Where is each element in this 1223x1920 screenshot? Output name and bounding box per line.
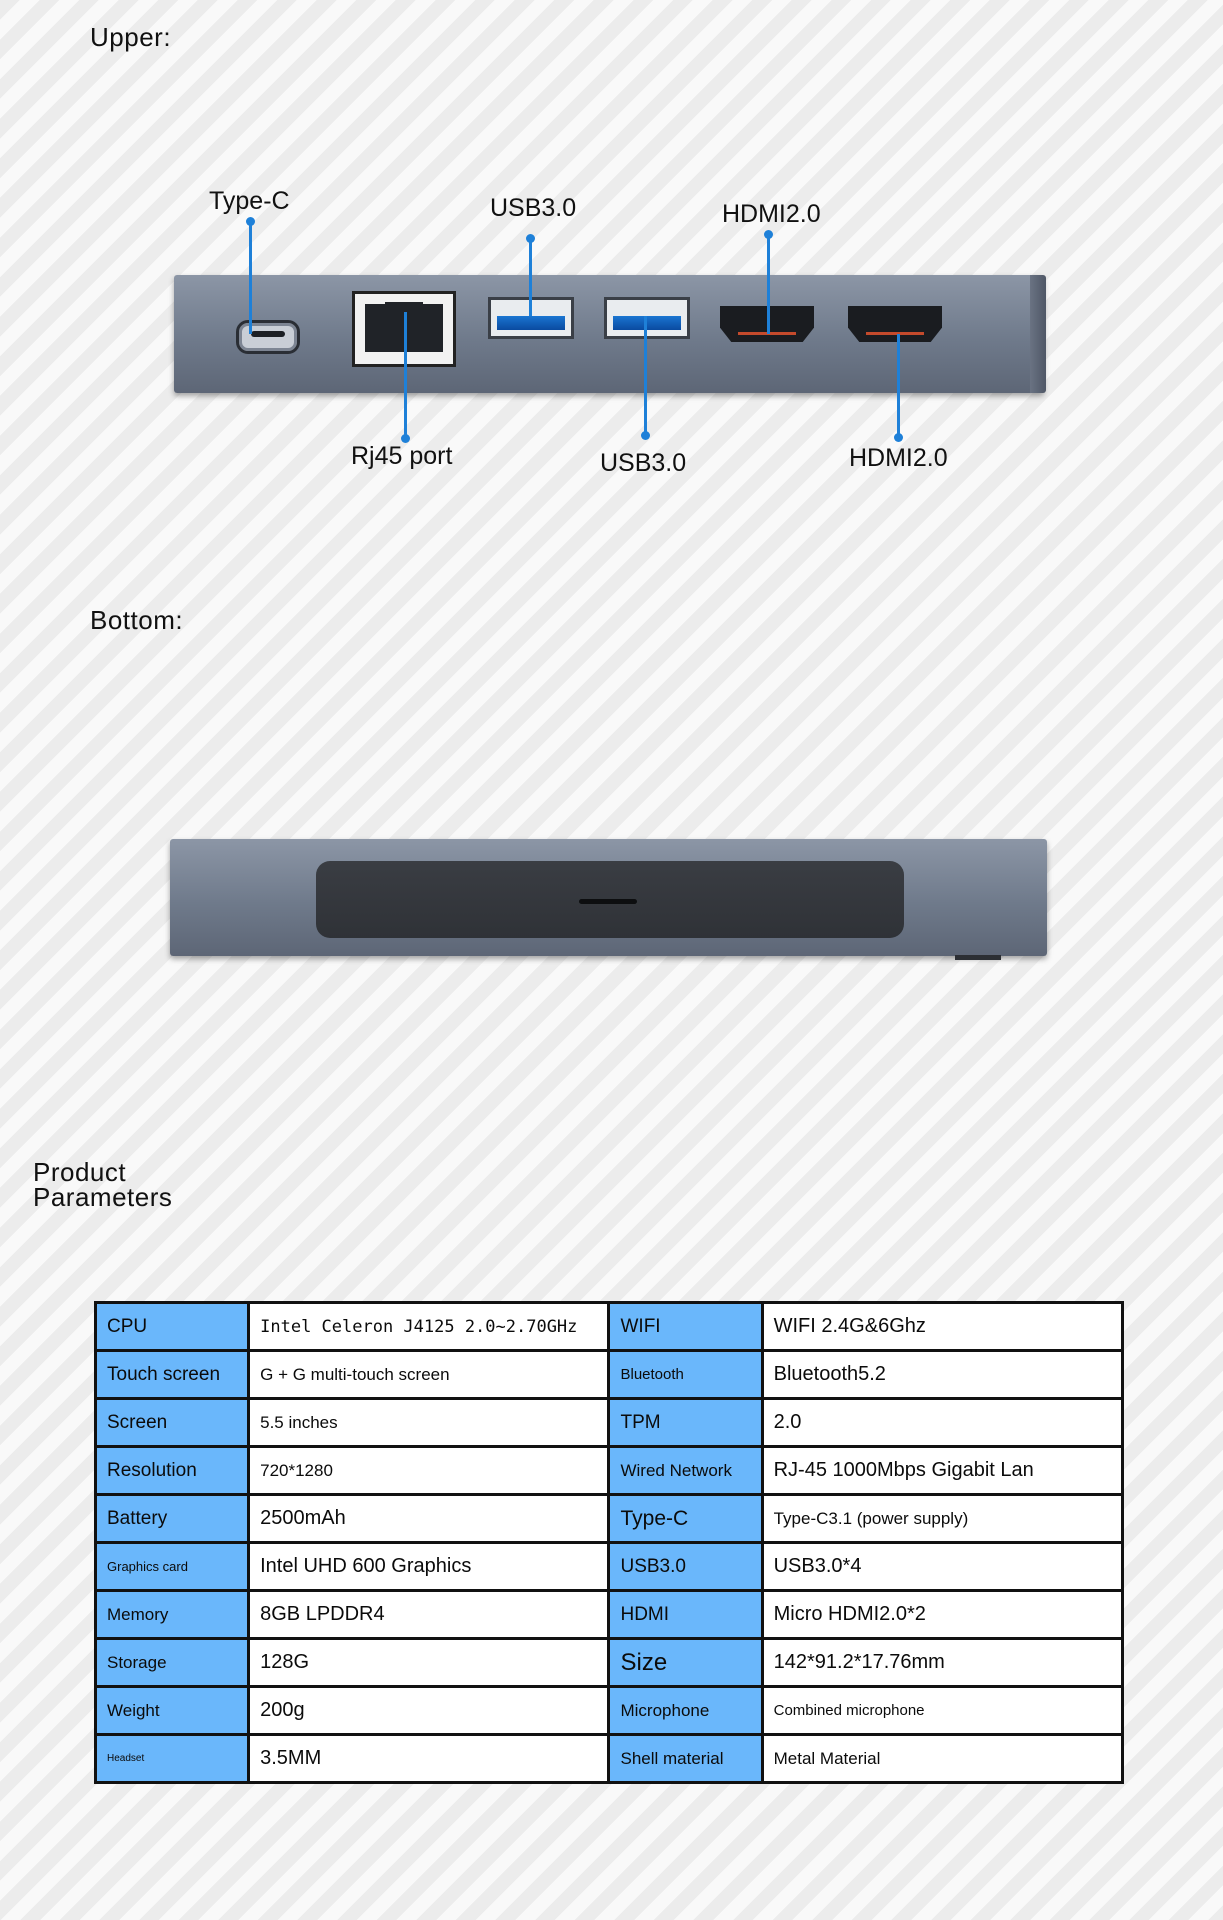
- param-key: Headset: [93, 1733, 251, 1784]
- param-value: RJ-45 1000Mbps Gigabit Lan: [760, 1445, 1125, 1496]
- callout-line-hdmi-bottom: [897, 334, 900, 436]
- param-key: Shell material: [607, 1733, 764, 1784]
- param-key: Battery: [93, 1493, 251, 1544]
- upper-section-title: Upper:: [90, 22, 172, 52]
- label-rj45: Rj45 port: [351, 442, 453, 470]
- table-row: Touch screen G + G multi-touch screen Bl…: [93, 1349, 1125, 1400]
- param-value: Type-C3.1 (power supply): [760, 1493, 1125, 1544]
- table-row: Resolution 720*1280 Wired Network RJ-45 …: [93, 1445, 1125, 1496]
- param-key: Bluetooth: [607, 1349, 764, 1400]
- label-hdmi-bottom: HDMI2.0: [849, 444, 948, 472]
- params-title-line1: Product: [33, 1157, 127, 1187]
- table-row: Memory 8GB LPDDR4 HDMI Micro HDMI2.0*2: [93, 1589, 1125, 1640]
- typec-port: [236, 320, 300, 354]
- param-value: 200g: [247, 1685, 611, 1736]
- param-key: Microphone: [607, 1685, 764, 1736]
- param-key: Touch screen: [93, 1349, 251, 1400]
- param-key: WIFI: [607, 1301, 764, 1352]
- param-key: CPU: [93, 1301, 251, 1352]
- callout-line-usb-top: [529, 238, 532, 316]
- param-value: 142*91.2*17.76mm: [760, 1637, 1125, 1688]
- label-hdmi-top: HDMI2.0: [722, 200, 821, 228]
- device-foot: [955, 955, 1001, 960]
- param-key: TPM: [607, 1397, 764, 1448]
- callout-dot-usb-bottom: [641, 431, 650, 440]
- callout-dot-hdmi-bottom: [894, 433, 903, 442]
- bottom-panel: [316, 861, 904, 938]
- param-key: Type-C: [607, 1493, 764, 1544]
- callout-line-typec: [249, 221, 252, 334]
- param-value: WIFI 2.4G&6Ghz: [760, 1301, 1125, 1352]
- param-value: 5.5 inches: [247, 1397, 611, 1448]
- param-key: Screen: [93, 1397, 251, 1448]
- param-value: 720*1280: [247, 1445, 611, 1496]
- usb-port-2: [604, 297, 690, 339]
- table-row: Screen 5.5 inches TPM 2.0: [93, 1397, 1125, 1448]
- callout-dot-rj45: [401, 434, 410, 443]
- param-value: Intel Celeron J4125 2.0~2.70GHz: [247, 1301, 611, 1352]
- label-usb-top: USB3.0: [490, 194, 577, 222]
- hdmi-port-2: [848, 306, 942, 342]
- bottom-slot: [579, 899, 637, 904]
- label-usb-bottom: USB3.0: [600, 449, 687, 477]
- param-value: G + G multi-touch screen: [247, 1349, 611, 1400]
- table-row: Headset 3.5MM Shell material Metal Mater…: [93, 1733, 1125, 1784]
- params-title: Product Parameters: [33, 1157, 173, 1212]
- param-key: Size: [607, 1637, 764, 1688]
- device-edge: [1030, 275, 1046, 393]
- table-row: Battery 2500mAh Type-C Type-C3.1 (power …: [93, 1493, 1125, 1544]
- callout-line-rj45: [404, 312, 407, 436]
- callout-line-usb-bottom: [644, 316, 647, 434]
- table-row: CPU Intel Celeron J4125 2.0~2.70GHz WIFI…: [93, 1301, 1125, 1352]
- label-typec: Type-C: [209, 187, 290, 215]
- param-value: Combined microphone: [760, 1685, 1125, 1736]
- param-value: Micro HDMI2.0*2: [760, 1589, 1125, 1640]
- param-key: Weight: [93, 1685, 251, 1736]
- callout-line-hdmi-top: [767, 234, 770, 334]
- param-value: Intel UHD 600 Graphics: [247, 1541, 611, 1592]
- table-row: Weight 200g Microphone Combined micropho…: [93, 1685, 1125, 1736]
- bottom-section-title: Bottom:: [90, 605, 184, 635]
- table-row: Storage 128G Size 142*91.2*17.76mm: [93, 1637, 1125, 1688]
- param-value: USB3.0*4: [760, 1541, 1125, 1592]
- param-key: Memory: [93, 1589, 251, 1640]
- param-value: 128G: [247, 1637, 611, 1688]
- param-key: Resolution: [93, 1445, 251, 1496]
- param-key: HDMI: [607, 1589, 764, 1640]
- param-key: Graphics card: [93, 1541, 251, 1592]
- param-value: 3.5MM: [247, 1733, 611, 1784]
- param-value: 2.0: [760, 1397, 1125, 1448]
- param-key: Storage: [93, 1637, 251, 1688]
- parameters-table: CPU Intel Celeron J4125 2.0~2.70GHz WIFI…: [93, 1301, 1125, 1784]
- param-value: Metal Material: [760, 1733, 1125, 1784]
- param-key: USB3.0: [607, 1541, 764, 1592]
- params-title-line2: Parameters: [33, 1182, 173, 1212]
- param-value: 2500mAh: [247, 1493, 611, 1544]
- param-key: Wired Network: [607, 1445, 764, 1496]
- param-value: 8GB LPDDR4: [247, 1589, 611, 1640]
- param-value: Bluetooth5.2: [760, 1349, 1125, 1400]
- device-bottom-view: [170, 839, 1047, 956]
- table-row: Graphics card Intel UHD 600 Graphics USB…: [93, 1541, 1125, 1592]
